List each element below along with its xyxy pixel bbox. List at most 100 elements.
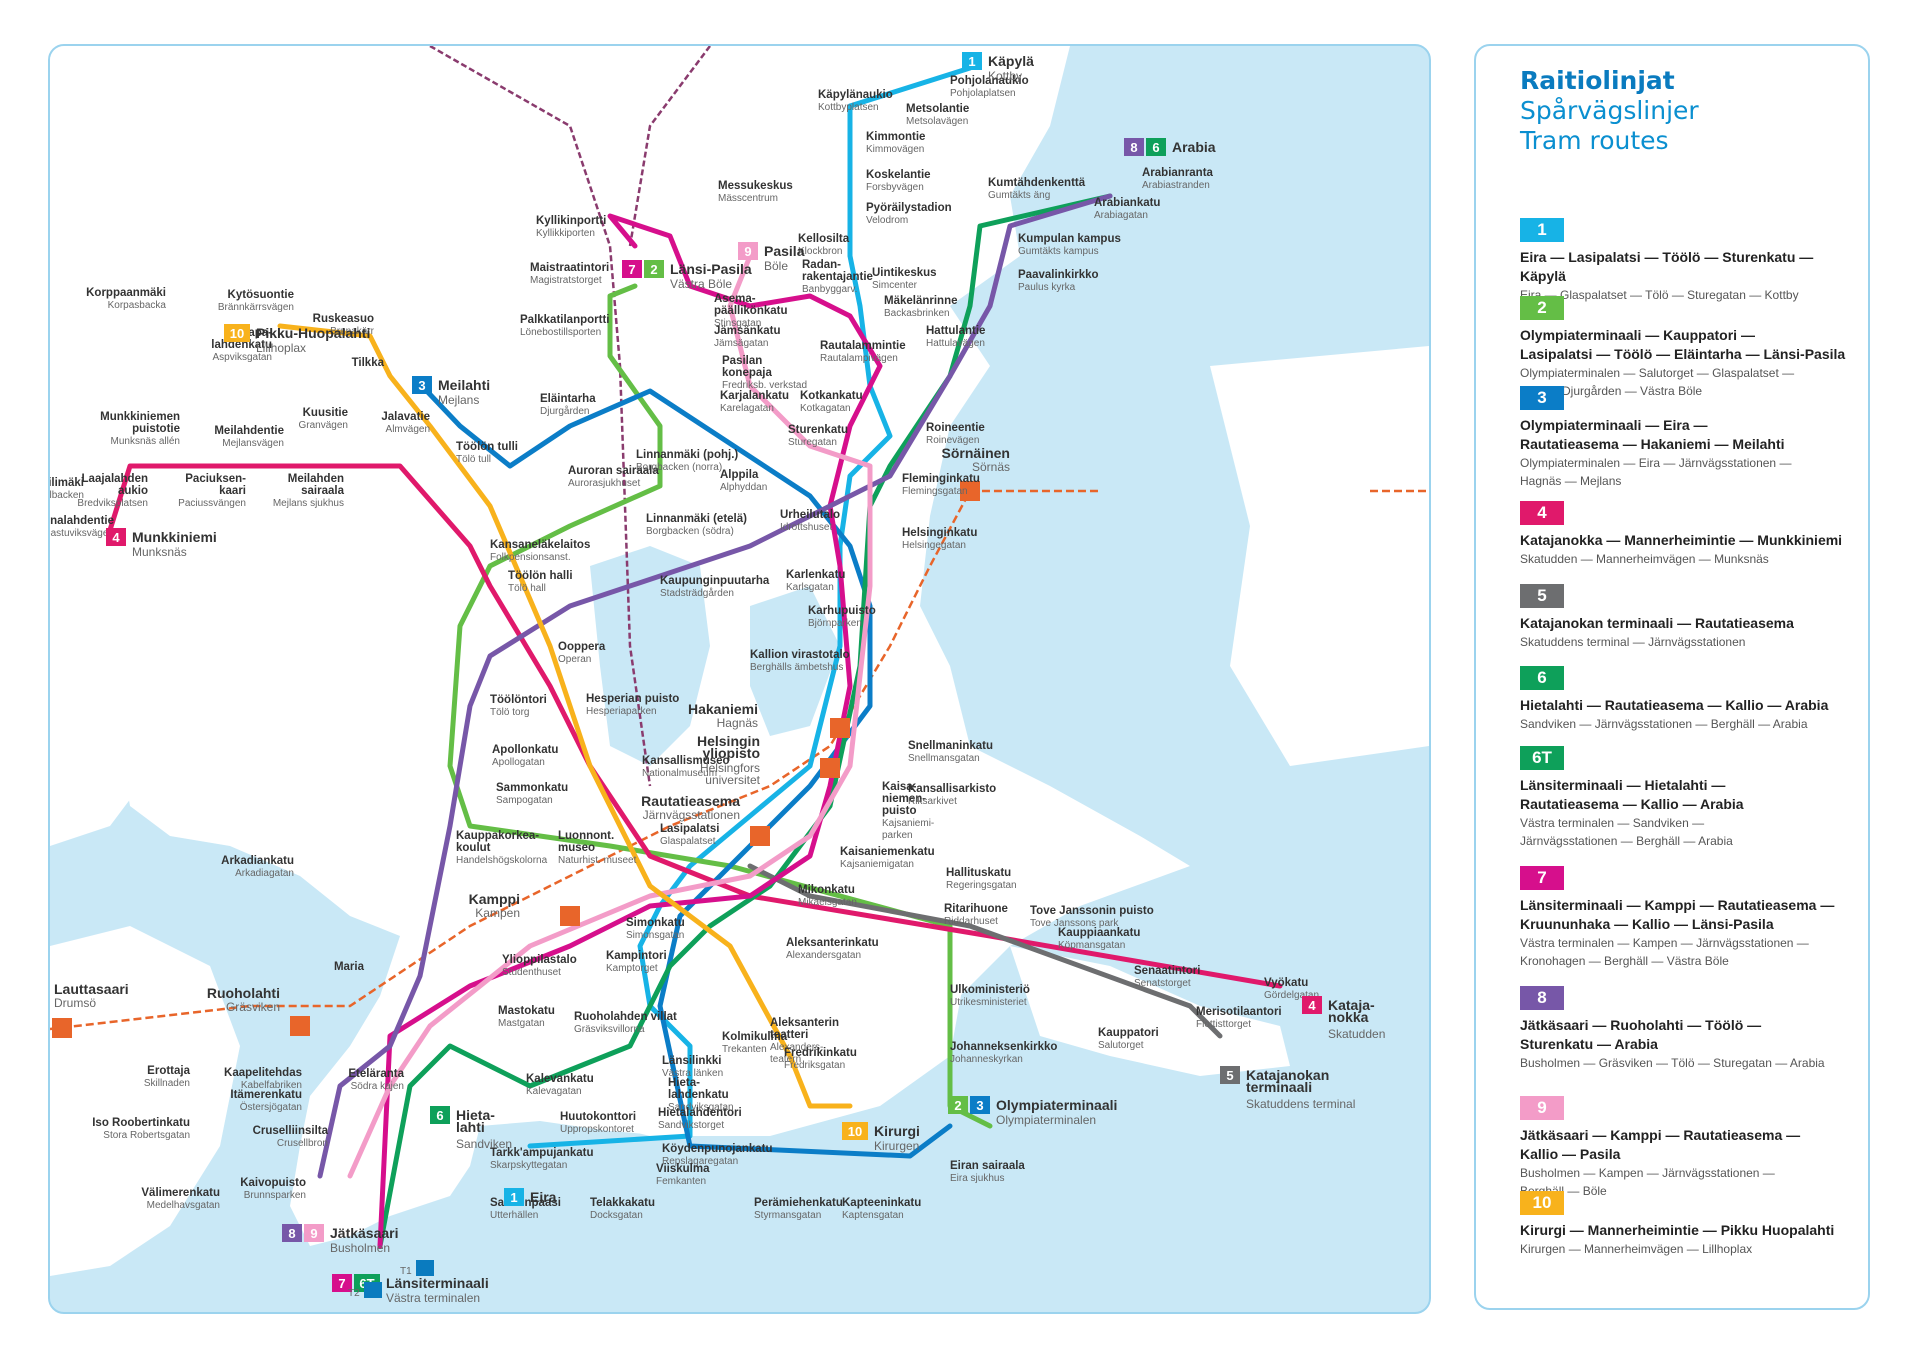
tram-line-6	[377, 193, 1113, 1249]
stop-name: Hietalahdentori	[658, 1107, 742, 1119]
legend-title-sv: Spårvägslinjer	[1520, 96, 1699, 125]
route-description-fi: Olympiaterminaali — Eira — Rautatieasema…	[1520, 417, 1785, 452]
stop-name-sv: Glaspalatset	[660, 836, 716, 847]
line-badge	[948, 1096, 968, 1114]
stop-name-sv: Mejlansvägen	[222, 438, 284, 449]
stop-name-sv: Regeringsgatan	[946, 880, 1017, 891]
stop-name-sv: Sandviksgatan	[668, 1102, 734, 1113]
route-description-fi: Länsiterminaali — Kamppi — Rautatieasema…	[1520, 897, 1835, 932]
stop-name: Asema-	[714, 293, 756, 305]
stop-name-sv: Mastgatan	[498, 1018, 545, 1029]
rail-line-east	[628, 46, 711, 247]
stop-name: Töölön tulli	[456, 441, 518, 453]
stop-name-sv: Helsingegatan	[902, 540, 966, 551]
tram-lines	[107, 65, 1283, 1249]
stop-name-sv: Aspviksgatan	[213, 352, 272, 363]
stop-name: Fredrikinkatu	[784, 1047, 857, 1059]
stop-name-sv: Operan	[558, 654, 591, 665]
ferry-icon	[416, 1260, 434, 1276]
line-badge-number: 8	[288, 1226, 295, 1241]
stop-name-sv: Gördelgatan	[1264, 990, 1319, 1001]
stop-name: Aleksanterinkatu	[786, 937, 879, 949]
stop-name-sv: Simcenter	[872, 280, 918, 291]
stop-name: Linnanmäki (etelä)	[646, 513, 747, 525]
stop-name: Pasilan	[722, 355, 762, 367]
stop-name-sv: Rautalampivägen	[820, 353, 898, 364]
route-description-fi: Katajanokka — Mannerheimintie — Munkkini…	[1520, 532, 1843, 548]
stop-name-sv: Klockbron	[798, 246, 842, 257]
stop-name-sv: Sandvikstorget	[658, 1120, 724, 1131]
stop-name: Kansaneläkelaitos	[490, 539, 590, 551]
terminal-name-sv: Busholmen	[330, 1241, 390, 1255]
stop-name: Arabiankatu	[1094, 197, 1160, 209]
terminal-name-sv: Kirurgen	[874, 1139, 919, 1153]
stop-name: sairaala	[301, 485, 344, 497]
stop-name-sv: Tölö hall	[508, 583, 546, 594]
terminal-name-sv: Skatuddens terminal	[1246, 1097, 1355, 1111]
legend-panel: Raitiolinjat Spårvägslinjer Tram routes …	[1474, 44, 1870, 1310]
stop-name: Kolmikulma	[722, 1031, 788, 1043]
stop-name: Aleksanterin	[770, 1017, 839, 1029]
line-badge-number: 2	[954, 1098, 961, 1113]
stop-name-sv: Flottisttorget	[1196, 1019, 1251, 1030]
stop-name: Tiilimäki	[50, 477, 84, 489]
stop-name: Metsolantie	[906, 103, 969, 115]
stop-name: Kotkankatu	[800, 390, 863, 402]
line-badge-number: 1	[968, 54, 975, 69]
stop-name-sv: Riksarkivet	[908, 796, 957, 807]
route-badge: 1	[1520, 218, 1564, 242]
stop-name: Munkkiniemen	[100, 411, 180, 423]
terminal-name: lahti	[456, 1119, 485, 1135]
stop-name-sv: Senatstorget	[1134, 978, 1191, 989]
stop-name-sv: Tölö torg	[490, 707, 529, 718]
stop-name-sv: Borgbacken (norra)	[636, 462, 722, 473]
stop-name: Huutokonttori	[560, 1111, 636, 1123]
stop-name-sv: Kabelfabriken	[241, 1080, 302, 1091]
stop-name-sv: Backasbrinken	[884, 308, 950, 319]
terminal-name: Munkkiniemi	[132, 529, 217, 545]
stop-name-sv: Gumtäkts kampus	[1018, 246, 1099, 257]
stop-name-sv: Docksgatan	[590, 1210, 643, 1221]
line-badge	[622, 260, 642, 278]
route-description-sv: Olympiaterminalen — Eira — Järnvägsstati…	[1520, 456, 1792, 488]
line-badge	[644, 260, 664, 278]
metro-icon	[750, 826, 770, 846]
stop-name-sv: Arabiagatan	[1094, 210, 1148, 221]
route-description-sv: Eira — Glaspalatset — Tölö — Sturegatan …	[1520, 288, 1799, 302]
stop-name: koulut	[456, 842, 491, 854]
stop-name: Karlenkatu	[786, 569, 845, 581]
stop-name: Kellosilta	[798, 233, 850, 245]
metro-icon	[820, 758, 840, 778]
metro-station-name: Kamppi	[469, 891, 520, 907]
line-badge	[962, 52, 982, 70]
stop-name: Snellmaninkatu	[908, 740, 993, 752]
line-badge-number: 4	[1308, 998, 1316, 1013]
stop-name: Köydenpunojankatu	[662, 1143, 773, 1155]
line-badge-number: 10	[230, 326, 244, 341]
stop-name-sv: Mikaelsgatan	[798, 897, 857, 908]
stop-name: Välimerenkatu	[141, 1187, 220, 1199]
line-badge-number: 10	[848, 1124, 862, 1139]
stop-name: Kuusitie	[303, 407, 348, 419]
stop-name: Kumtähdenkenttä	[988, 177, 1086, 189]
stop-name-sv: Paulus kyrka	[1018, 282, 1076, 293]
stop-name: Kalevankatu	[526, 1073, 594, 1085]
stop-name: Kaapelitehdas	[224, 1067, 302, 1079]
stop-name-sv: Magistratstorget	[530, 275, 602, 286]
stop-name-sv: Granvägen	[299, 420, 348, 431]
terminal-name: Länsiterminaali	[386, 1275, 489, 1291]
stop-name-sv: Borgbacken (södra)	[646, 526, 734, 537]
line-badge	[430, 1106, 450, 1124]
line-badge-number: 7	[628, 262, 635, 277]
stop-name: Radan-	[802, 259, 841, 271]
stop-name: Sturenkatu	[788, 424, 848, 436]
stop-name-sv: Paciussvängen	[178, 498, 246, 509]
stop-name-sv: Metsolavägen	[906, 116, 968, 127]
terminal-name-sv: Kottby	[988, 69, 1022, 83]
terminal-name-sv: Skatudden	[1328, 1027, 1385, 1041]
toolonlahti-bay	[590, 546, 710, 766]
stop-name: aukio	[118, 485, 148, 497]
stop-name-sv: Korpasbacka	[108, 300, 167, 311]
stop-name-sv: Kyllikkiporten	[536, 228, 595, 239]
